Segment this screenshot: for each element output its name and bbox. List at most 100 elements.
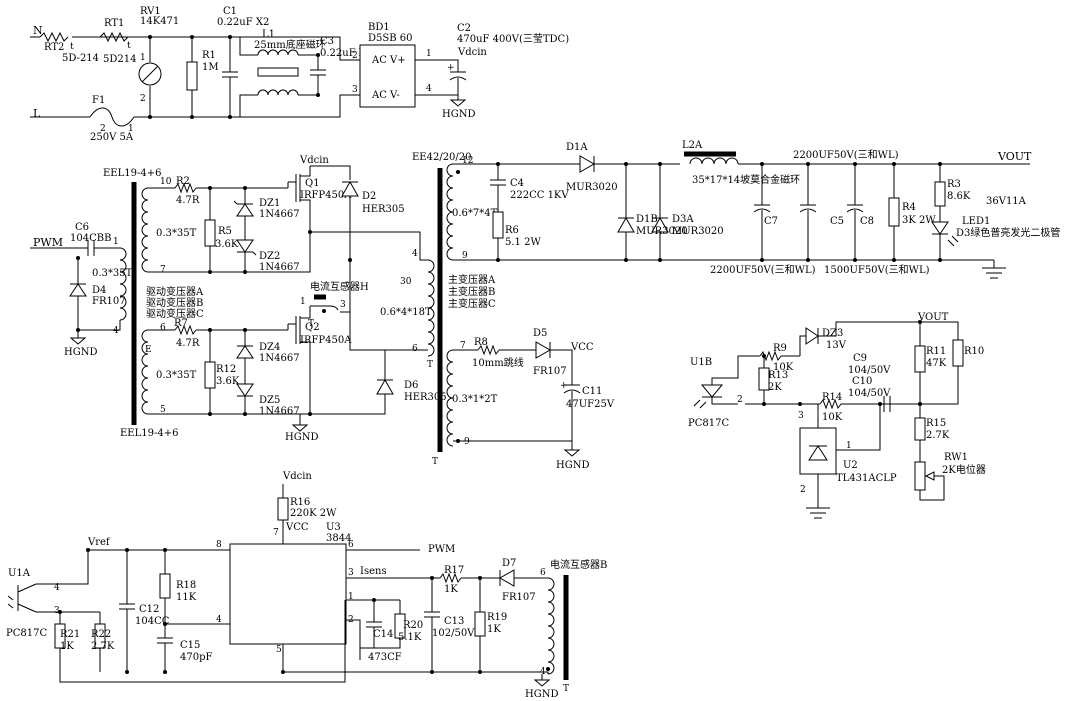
bd1-ref: BD1 <box>368 22 390 33</box>
out-spec: 36V11A <box>986 196 1027 207</box>
net-label-n: N <box>33 24 43 37</box>
c3-ref: C3 <box>320 36 334 47</box>
svg-text:3: 3 <box>352 85 358 95</box>
rt2-ref: RT2 <box>44 42 64 53</box>
svg-text:9: 9 <box>464 437 470 447</box>
d1b-ref: D1B <box>636 214 658 225</box>
main-label-c: 主变压器C <box>448 297 496 310</box>
r10-ref: R10 <box>964 346 984 357</box>
u3-vcc-pin: VCC <box>285 522 309 533</box>
svg-text:T: T <box>308 319 314 329</box>
ct-h-label: 电流互感器H <box>310 280 369 293</box>
main-label-a: 主变压器A <box>448 273 496 286</box>
r14-value: 10K <box>822 412 843 423</box>
rt2-symbol <box>39 31 69 43</box>
r12-value: 3.6K <box>216 376 240 387</box>
c9-ref: C9 <box>853 353 867 364</box>
dz2-symbol <box>236 239 254 253</box>
l2a-value: 35*17*14坡莫合金磁环 <box>692 173 800 186</box>
svg-text:3: 3 <box>54 606 60 616</box>
dz1-symbol <box>236 203 254 217</box>
svg-text:T: T <box>432 457 438 467</box>
r6-symbol <box>492 211 504 239</box>
u3-ref: U3 <box>326 522 341 533</box>
svg-text:3: 3 <box>348 568 354 578</box>
c2-ref: C2 <box>457 23 471 34</box>
q1-value: IRFP450A <box>300 190 352 201</box>
c9-value: 104/50V <box>848 365 891 376</box>
rt1-ref: RT1 <box>104 18 124 29</box>
dz2-value: 1N4667 <box>259 262 300 273</box>
c1-ref: C1 <box>223 6 237 17</box>
d2-ref: D2 <box>362 191 376 202</box>
c11-value: 47UF25V <box>566 399 615 410</box>
c13-ref: C13 <box>444 616 464 627</box>
controller-section: Vdcin R16 220K 2W 7 VCC U3 3844 6 PWM 8 … <box>6 471 607 700</box>
svg-text:5: 5 <box>160 405 166 415</box>
r20-ref: R20 <box>403 620 423 631</box>
r22-ref: R22 <box>91 629 111 640</box>
svg-text:5: 5 <box>276 645 282 655</box>
svg-text:t: t <box>127 41 131 51</box>
r19-value: 1K <box>487 624 501 635</box>
c14-value: 473CF <box>368 652 402 663</box>
r21-ref: R21 <box>60 629 80 640</box>
u1b-led <box>700 384 724 398</box>
r3-value: 8.6K <box>947 191 971 202</box>
aux-winding <box>446 349 454 447</box>
svg-text:1: 1 <box>128 124 134 134</box>
hgnd-label-q2: HGND <box>285 432 318 443</box>
r12-symbol <box>204 361 216 389</box>
r14-ref: R14 <box>822 392 842 403</box>
net-label-isens: Isens <box>360 566 387 577</box>
c4-value: 222CC 1KV <box>510 190 569 201</box>
r17-ref: R17 <box>444 565 464 576</box>
rv1-value: 14K471 <box>140 16 179 27</box>
c8-value: 1500UF50V(三和WL) <box>824 264 930 276</box>
led1-value: D3绿色普亮发光二极管 <box>956 226 1060 239</box>
r17-symbol <box>439 572 462 584</box>
d6-symbol <box>376 378 394 395</box>
c12-ref: C12 <box>139 604 159 615</box>
c2-value: 470uF 400V(三莹TDC) <box>457 33 569 45</box>
drive-label-b: 驱动变压器B <box>146 296 203 309</box>
drive-secondary-b <box>141 329 149 415</box>
dz5-value: 1N4667 <box>259 406 300 417</box>
c6-value: 104CBB <box>70 233 111 244</box>
f1-value: 250V 5A <box>90 132 134 143</box>
svg-text:+: + <box>447 63 455 73</box>
svg-text:2: 2 <box>140 94 146 104</box>
r13-ref: R13 <box>768 370 788 381</box>
c8-ref: C8 <box>860 216 874 227</box>
bd1-ac-plus: AC V+ <box>371 55 406 66</box>
r10-symbol <box>952 339 964 367</box>
ac-input-section: N L RT2 5D-214 t RT1 5D214 t F1 250V 5A … <box>30 6 569 143</box>
svg-text:9: 9 <box>462 251 468 261</box>
l1-core <box>257 67 299 77</box>
r9-ref: R9 <box>773 343 787 354</box>
l1-winding-top <box>257 49 299 56</box>
svg-text:8: 8 <box>216 540 222 550</box>
c15-ref: C15 <box>180 640 200 651</box>
r15-value: 2.7K <box>926 430 950 441</box>
hgnd-symbol-drive <box>69 337 87 345</box>
svg-text:t: t <box>70 42 74 52</box>
u2-ref: U2 <box>843 460 858 471</box>
vdcin-label-q1: Vdcin <box>299 155 329 166</box>
svg-text:1: 1 <box>113 237 119 247</box>
dz1-value: 1N4667 <box>259 209 300 220</box>
dz4-value: 1N4667 <box>259 353 300 364</box>
rt1-symbol <box>99 31 129 43</box>
r2-symbol <box>174 182 197 194</box>
u1b-value: PC817C <box>688 418 729 429</box>
u3-symbol <box>229 543 347 645</box>
r11-symbol <box>914 345 926 373</box>
r18-symbol <box>159 573 171 599</box>
f1-symbol <box>89 107 135 127</box>
bd1-ac-minus: AC V- <box>371 90 400 101</box>
svg-text:30: 30 <box>400 277 412 287</box>
hgnd-label-aux: HGND <box>556 460 589 471</box>
r9-value: 10K <box>773 362 794 373</box>
c15-value: 470pF <box>180 652 212 663</box>
rt2-value: 5D-214 <box>62 53 99 64</box>
